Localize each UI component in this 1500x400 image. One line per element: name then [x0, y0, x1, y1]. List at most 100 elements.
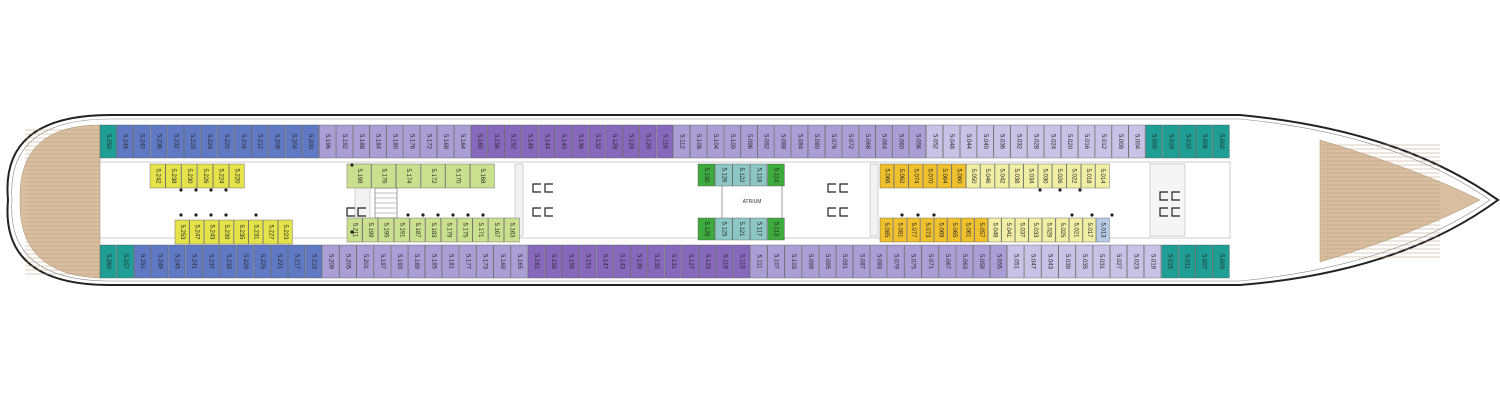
- cabin[interactable]: 5.104: [706, 124, 724, 159]
- cabin-tile[interactable]: [723, 124, 741, 159]
- cabin-tile[interactable]: [836, 244, 853, 279]
- cabin[interactable]: 5.148: [521, 124, 539, 159]
- cabin[interactable]: 5.031: [1092, 244, 1110, 279]
- cabin-tile[interactable]: [544, 244, 562, 279]
- cabin[interactable]: 5.012: [1094, 124, 1112, 159]
- cabin-tile[interactable]: [133, 124, 151, 159]
- cabin-tile[interactable]: [472, 217, 489, 243]
- cabin[interactable]: 5.176: [403, 124, 421, 159]
- cabin[interactable]: 5.235: [233, 219, 249, 245]
- cabin[interactable]: 5.228: [184, 124, 201, 159]
- cabin[interactable]: 5.118: [750, 163, 768, 187]
- cabin[interactable]: 5.004: [1128, 124, 1146, 159]
- cabin[interactable]: 5.183: [425, 217, 441, 243]
- cabin-tile[interactable]: [1092, 244, 1110, 279]
- cabin[interactable]: 5.073: [920, 217, 934, 243]
- cabin[interactable]: 5.155: [562, 244, 579, 279]
- cabin[interactable]: 5.198: [346, 163, 372, 189]
- cabin-tile[interactable]: [951, 163, 966, 189]
- cabin[interactable]: 5.121: [732, 217, 750, 241]
- cabin-tile[interactable]: [1095, 163, 1110, 189]
- cabin[interactable]: 5.108: [690, 124, 707, 159]
- cabin[interactable]: 5.018: [1081, 163, 1096, 189]
- cabin-tile[interactable]: [236, 244, 254, 279]
- cabin-tile[interactable]: [894, 163, 909, 189]
- cabin-tile[interactable]: [974, 217, 988, 243]
- cabin[interactable]: 5.136: [572, 124, 589, 159]
- cabin-tile[interactable]: [151, 244, 169, 279]
- cabin-tile[interactable]: [1081, 163, 1096, 189]
- cabin[interactable]: 5.220: [217, 124, 235, 159]
- cabin-tile[interactable]: [1128, 124, 1146, 159]
- cabin-tile[interactable]: [750, 163, 768, 187]
- cabin-tile[interactable]: [1144, 244, 1162, 279]
- cabin[interactable]: 5.241: [185, 244, 203, 279]
- cabin[interactable]: 5.071: [921, 244, 939, 279]
- cabin-tile[interactable]: [174, 219, 190, 245]
- cabin[interactable]: 5.050: [966, 163, 981, 189]
- cabin-tile[interactable]: [504, 217, 520, 243]
- cabin[interactable]: 5.208: [268, 124, 286, 159]
- cabin-tile[interactable]: [1109, 244, 1127, 279]
- cabin[interactable]: 5.240: [133, 124, 151, 159]
- cabin[interactable]: 5.170: [445, 163, 470, 189]
- cabin[interactable]: 5.213: [305, 244, 323, 279]
- cabin-tile[interactable]: [527, 244, 545, 279]
- cabin[interactable]: 5.184: [369, 124, 387, 159]
- cabin[interactable]: 5.185: [425, 244, 443, 279]
- cabin[interactable]: 5.087: [853, 244, 871, 279]
- cabin-tile[interactable]: [622, 124, 640, 159]
- cabin[interactable]: 5.172: [420, 163, 446, 189]
- cabin-tile[interactable]: [921, 244, 939, 279]
- cabin[interactable]: 5.223: [278, 219, 293, 245]
- cabin-tile[interactable]: [647, 244, 665, 279]
- cabin-tile[interactable]: [732, 217, 750, 241]
- cabin-tile[interactable]: [757, 124, 775, 159]
- cabin[interactable]: 5.025: [1055, 217, 1070, 243]
- cabin[interactable]: 5.132: [588, 124, 606, 159]
- cabin-tile[interactable]: [960, 217, 975, 243]
- cabin[interactable]: 5.144: [538, 124, 555, 159]
- cabin[interactable]: 5.140: [555, 124, 572, 159]
- cabin-tile[interactable]: [456, 217, 473, 243]
- cabin[interactable]: 5.127: [681, 244, 699, 279]
- cabin-tile[interactable]: [664, 244, 682, 279]
- cabin-tile[interactable]: [933, 217, 948, 243]
- cabin-tile[interactable]: [386, 124, 404, 159]
- cabin-tile[interactable]: [656, 124, 674, 159]
- cabin-tile[interactable]: [167, 124, 184, 159]
- cabin-tile[interactable]: [204, 219, 219, 245]
- cabin[interactable]: 5.014: [1095, 163, 1110, 189]
- cabin-tile[interactable]: [858, 124, 876, 159]
- cabin[interactable]: 5.069: [933, 217, 948, 243]
- cabin-tile[interactable]: [879, 163, 894, 189]
- cabin[interactable]: 5.068: [858, 124, 876, 159]
- cabin-tile[interactable]: [319, 124, 336, 159]
- cabin-tile[interactable]: [504, 124, 522, 159]
- cabin[interactable]: 5.112: [673, 124, 690, 159]
- cabin[interactable]: 5.015: [1161, 244, 1179, 279]
- cabin-tile[interactable]: [976, 124, 994, 159]
- cabin[interactable]: 5.200: [302, 124, 319, 159]
- cabin[interactable]: 5.027: [1109, 244, 1127, 279]
- cabin[interactable]: 5.211: [346, 217, 363, 243]
- cabin[interactable]: 5.061: [960, 217, 975, 243]
- cabin[interactable]: 5.167: [488, 217, 504, 243]
- cabin-tile[interactable]: [373, 244, 391, 279]
- cabin-tile[interactable]: [346, 217, 363, 243]
- cabin-tile[interactable]: [791, 124, 808, 159]
- cabin-tile[interactable]: [470, 163, 495, 189]
- cabin[interactable]: 5.062: [894, 163, 909, 189]
- cabin[interactable]: 5.169: [493, 244, 511, 279]
- cabin-tile[interactable]: [972, 244, 990, 279]
- cabin[interactable]: 5.229: [236, 244, 254, 279]
- cabin-tile[interactable]: [1082, 217, 1097, 243]
- cabin-tile[interactable]: [740, 124, 758, 159]
- cabin-tile[interactable]: [596, 244, 614, 279]
- cabin[interactable]: 5.143: [613, 244, 631, 279]
- cabin[interactable]: 5.021: [1069, 217, 1083, 243]
- cabin[interactable]: 5.067: [938, 244, 956, 279]
- cabin-tile[interactable]: [715, 217, 733, 241]
- cabin-tile[interactable]: [750, 244, 768, 279]
- cabin-tile[interactable]: [697, 217, 715, 241]
